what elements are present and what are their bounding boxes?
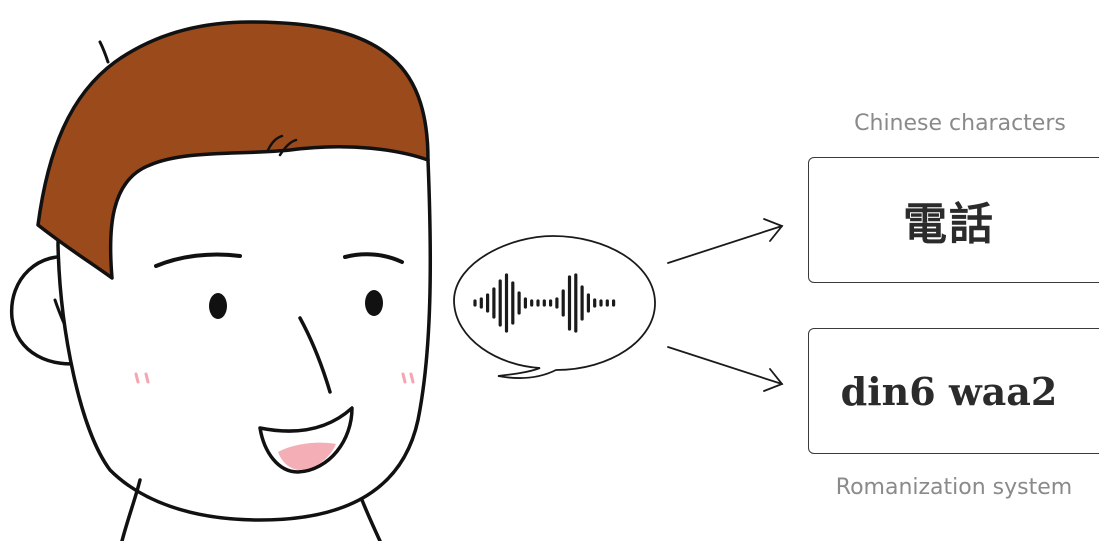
arrowhead (764, 219, 782, 241)
romanized-text: din6 waa2 (841, 369, 1058, 414)
chinese-characters-box: 電話 (808, 157, 1099, 283)
chinese-characters-caption: Chinese characters (822, 111, 1098, 136)
chinese-text: 電話 (903, 188, 995, 252)
arrow-icon (668, 226, 782, 263)
hair-strand (100, 42, 108, 62)
left-eye (209, 293, 227, 319)
person-illustration (12, 22, 431, 541)
arrowhead (764, 369, 782, 391)
speech-bubble-icon (454, 236, 655, 378)
romanization-caption: Romanization system (810, 475, 1098, 500)
right-eye (365, 290, 383, 316)
arrow-icon (668, 347, 782, 384)
romanization-box: din6 waa2 (808, 328, 1099, 454)
arrow-to-characters (668, 219, 782, 263)
arrow-to-romanization (668, 347, 782, 391)
neck-right (362, 500, 380, 541)
